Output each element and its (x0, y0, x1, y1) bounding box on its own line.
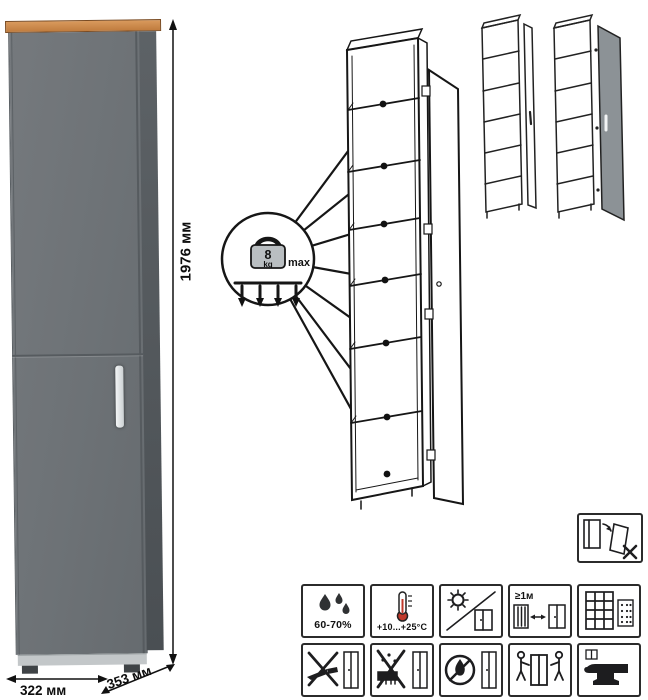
no-sharp-art (307, 651, 359, 689)
no-heavy-impact-anvil-icon (577, 643, 641, 697)
cabinet-photo (5, 19, 164, 675)
heat-distance-art (513, 604, 566, 629)
no-flame-art (444, 651, 497, 689)
width-dimension-arrow (6, 675, 108, 683)
door-mounting-art (583, 519, 638, 560)
water-drops-art (319, 593, 350, 615)
shelf-load-qualifier: max (288, 257, 311, 269)
shelf-load-unit: kg (263, 260, 272, 269)
door-variant-drawings (480, 13, 625, 222)
width-dimension-label: 322 мм (20, 683, 67, 698)
grid-art (585, 591, 634, 630)
heat-distance-icon: ≥1м (508, 584, 572, 638)
weight-body (250, 244, 286, 269)
no-abrasive-art (376, 649, 428, 689)
height-dimension-arrow (169, 19, 177, 665)
shelf-load-value: 8 (265, 248, 272, 262)
care-icons-row-2 (301, 643, 641, 697)
flat-surface-grid-icon (577, 584, 641, 638)
carry-between-people-icon (508, 643, 572, 697)
humidity-label: 60-70% (314, 619, 352, 632)
cabinet-front-door (8, 31, 148, 655)
thermometer-art (396, 591, 412, 622)
care-icons-row-1: 60-70% +10...+25°С (301, 584, 641, 638)
height-dimension-label: 1976 мм (177, 221, 195, 282)
shelf-load-drawing: 8 kg max (220, 28, 465, 510)
no-sharp-objects-icon (301, 643, 365, 697)
cabinet-handle (115, 365, 124, 428)
anvil-art (584, 649, 628, 685)
depth-dimension-arrow (101, 664, 175, 694)
carry-art (516, 650, 564, 686)
humidity-icon: 60-70% (301, 584, 365, 638)
temperature-icon: +10...+25°С (370, 584, 434, 638)
heat-distance-label: ≥1м (515, 591, 534, 602)
no-open-flame-icon (439, 643, 503, 697)
sun-shade-icon (439, 584, 503, 638)
no-abrasive-cleaners-icon (370, 643, 434, 697)
temperature-label: +10...+25°С (376, 622, 428, 632)
sun-shade-art (446, 589, 496, 631)
door-mounting-icon (577, 513, 643, 563)
